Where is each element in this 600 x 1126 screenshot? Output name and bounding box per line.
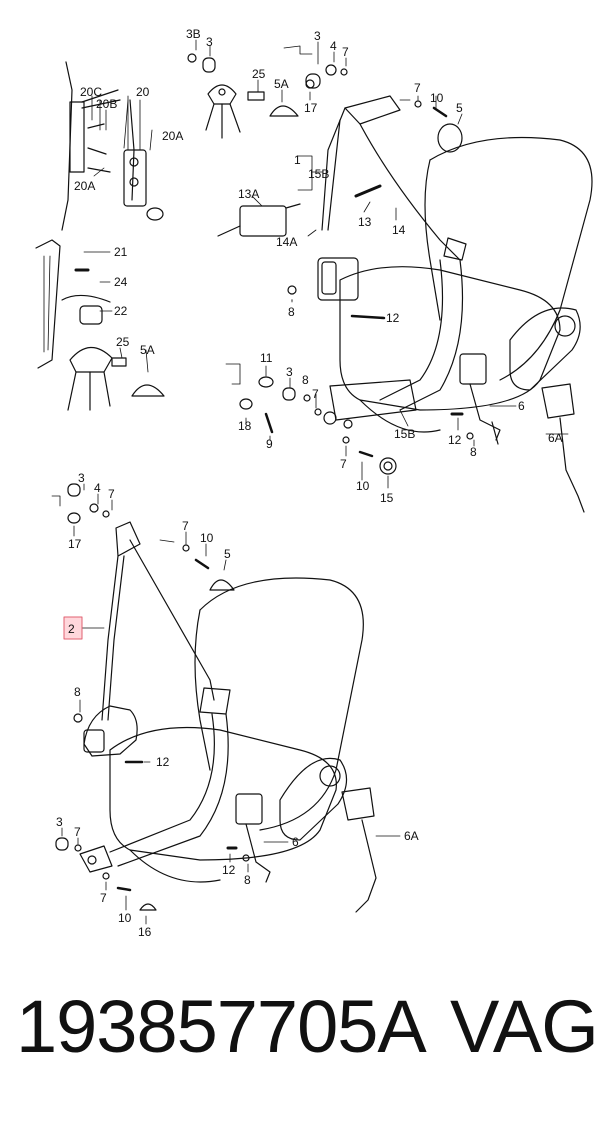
callout-8: 8 <box>302 373 309 387</box>
callout-7: 7 <box>108 487 115 501</box>
callout-13a: 13A <box>238 187 259 201</box>
seat-belt-exploded-diagram: 3B 3 25 5A 3 4 7 17 20C 20B 20 20A 20A 7… <box>35 27 593 939</box>
callout-10: 10 <box>430 91 444 105</box>
anchor-plate-group <box>61 61 164 231</box>
callout-10: 10 <box>356 479 370 493</box>
seat-bottom <box>109 577 364 883</box>
callout-12: 12 <box>156 755 170 769</box>
callout-5a: 5A <box>274 77 289 91</box>
callout-8: 8 <box>74 685 81 699</box>
callout-3: 3 <box>206 35 213 49</box>
callout-8: 8 <box>244 873 251 887</box>
callout-21: 21 <box>114 245 128 259</box>
callout-7: 7 <box>414 81 421 95</box>
callout-15: 15 <box>380 491 394 505</box>
callout-14a: 14A <box>276 235 297 249</box>
callout-25: 25 <box>252 67 266 81</box>
callout-7: 7 <box>342 45 349 59</box>
callout-7: 7 <box>312 387 319 401</box>
callout-15b: 15B <box>308 167 329 181</box>
callout-15b: 15B <box>394 427 415 441</box>
leader-lines <box>51 39 569 925</box>
callout-10: 10 <box>118 911 132 925</box>
callout-7: 7 <box>340 457 347 471</box>
buckle-top <box>217 123 585 513</box>
callout-14: 14 <box>392 223 406 237</box>
callout-18: 18 <box>238 419 252 433</box>
belt-top <box>317 95 467 425</box>
callout-10: 10 <box>200 531 214 545</box>
callout-5a: 5A <box>140 343 155 357</box>
callout-7: 7 <box>100 891 107 905</box>
callout-12: 12 <box>222 863 236 877</box>
callout-8: 8 <box>470 445 477 459</box>
callout-3: 3 <box>286 365 293 379</box>
callout-6: 6 <box>518 399 525 413</box>
callout-20b: 20B <box>96 97 117 111</box>
callout-20a: 20A <box>74 179 95 193</box>
callout-7: 7 <box>182 519 189 533</box>
callout-17: 17 <box>68 537 82 551</box>
callout-6a: 6A <box>404 829 419 843</box>
callout-5: 5 <box>456 101 463 115</box>
pillar-rail-group <box>35 239 165 411</box>
callout-6a: 6A <box>548 431 563 445</box>
part-number: 193857705A <box>16 985 427 1068</box>
callout-3: 3 <box>56 815 63 829</box>
callout-4: 4 <box>94 481 101 495</box>
callout-13: 13 <box>358 215 372 229</box>
callout-20: 20 <box>136 85 150 99</box>
callout-3b: 3B <box>186 27 201 41</box>
callout-6: 6 <box>292 835 299 849</box>
callout-7: 7 <box>74 825 81 839</box>
callout-20a: 20A <box>162 129 183 143</box>
brand-label: VAG <box>450 985 599 1068</box>
callout-3: 3 <box>314 29 321 43</box>
callout-3: 3 <box>78 471 85 485</box>
callout-17: 17 <box>304 101 318 115</box>
callout-22: 22 <box>114 304 128 318</box>
loose-parts-middle <box>239 100 499 475</box>
callout-12: 12 <box>448 433 462 447</box>
callout-5: 5 <box>224 547 231 561</box>
callout-20c: 20C <box>80 85 102 99</box>
callout-8: 8 <box>288 305 295 319</box>
callout-24: 24 <box>114 275 128 289</box>
callout-11: 11 <box>260 351 273 365</box>
belt-bottom <box>79 521 231 873</box>
loose-parts-bottom <box>55 483 250 911</box>
highlight-box <box>63 616 83 640</box>
upper-anchor-parts <box>187 53 348 139</box>
callout-1: 1 <box>294 153 301 167</box>
callout-2: 2 <box>68 622 75 636</box>
seat-top <box>339 136 593 433</box>
callout-25: 25 <box>116 335 130 349</box>
callout-4: 4 <box>330 39 337 53</box>
callout-labels: 3B 3 25 5A 3 4 7 17 20C 20B 20 20A 20A 7… <box>56 27 563 939</box>
callout-9: 9 <box>266 437 273 451</box>
buckle-bottom <box>235 757 377 913</box>
callout-16: 16 <box>138 925 152 939</box>
callout-12: 12 <box>386 311 400 325</box>
